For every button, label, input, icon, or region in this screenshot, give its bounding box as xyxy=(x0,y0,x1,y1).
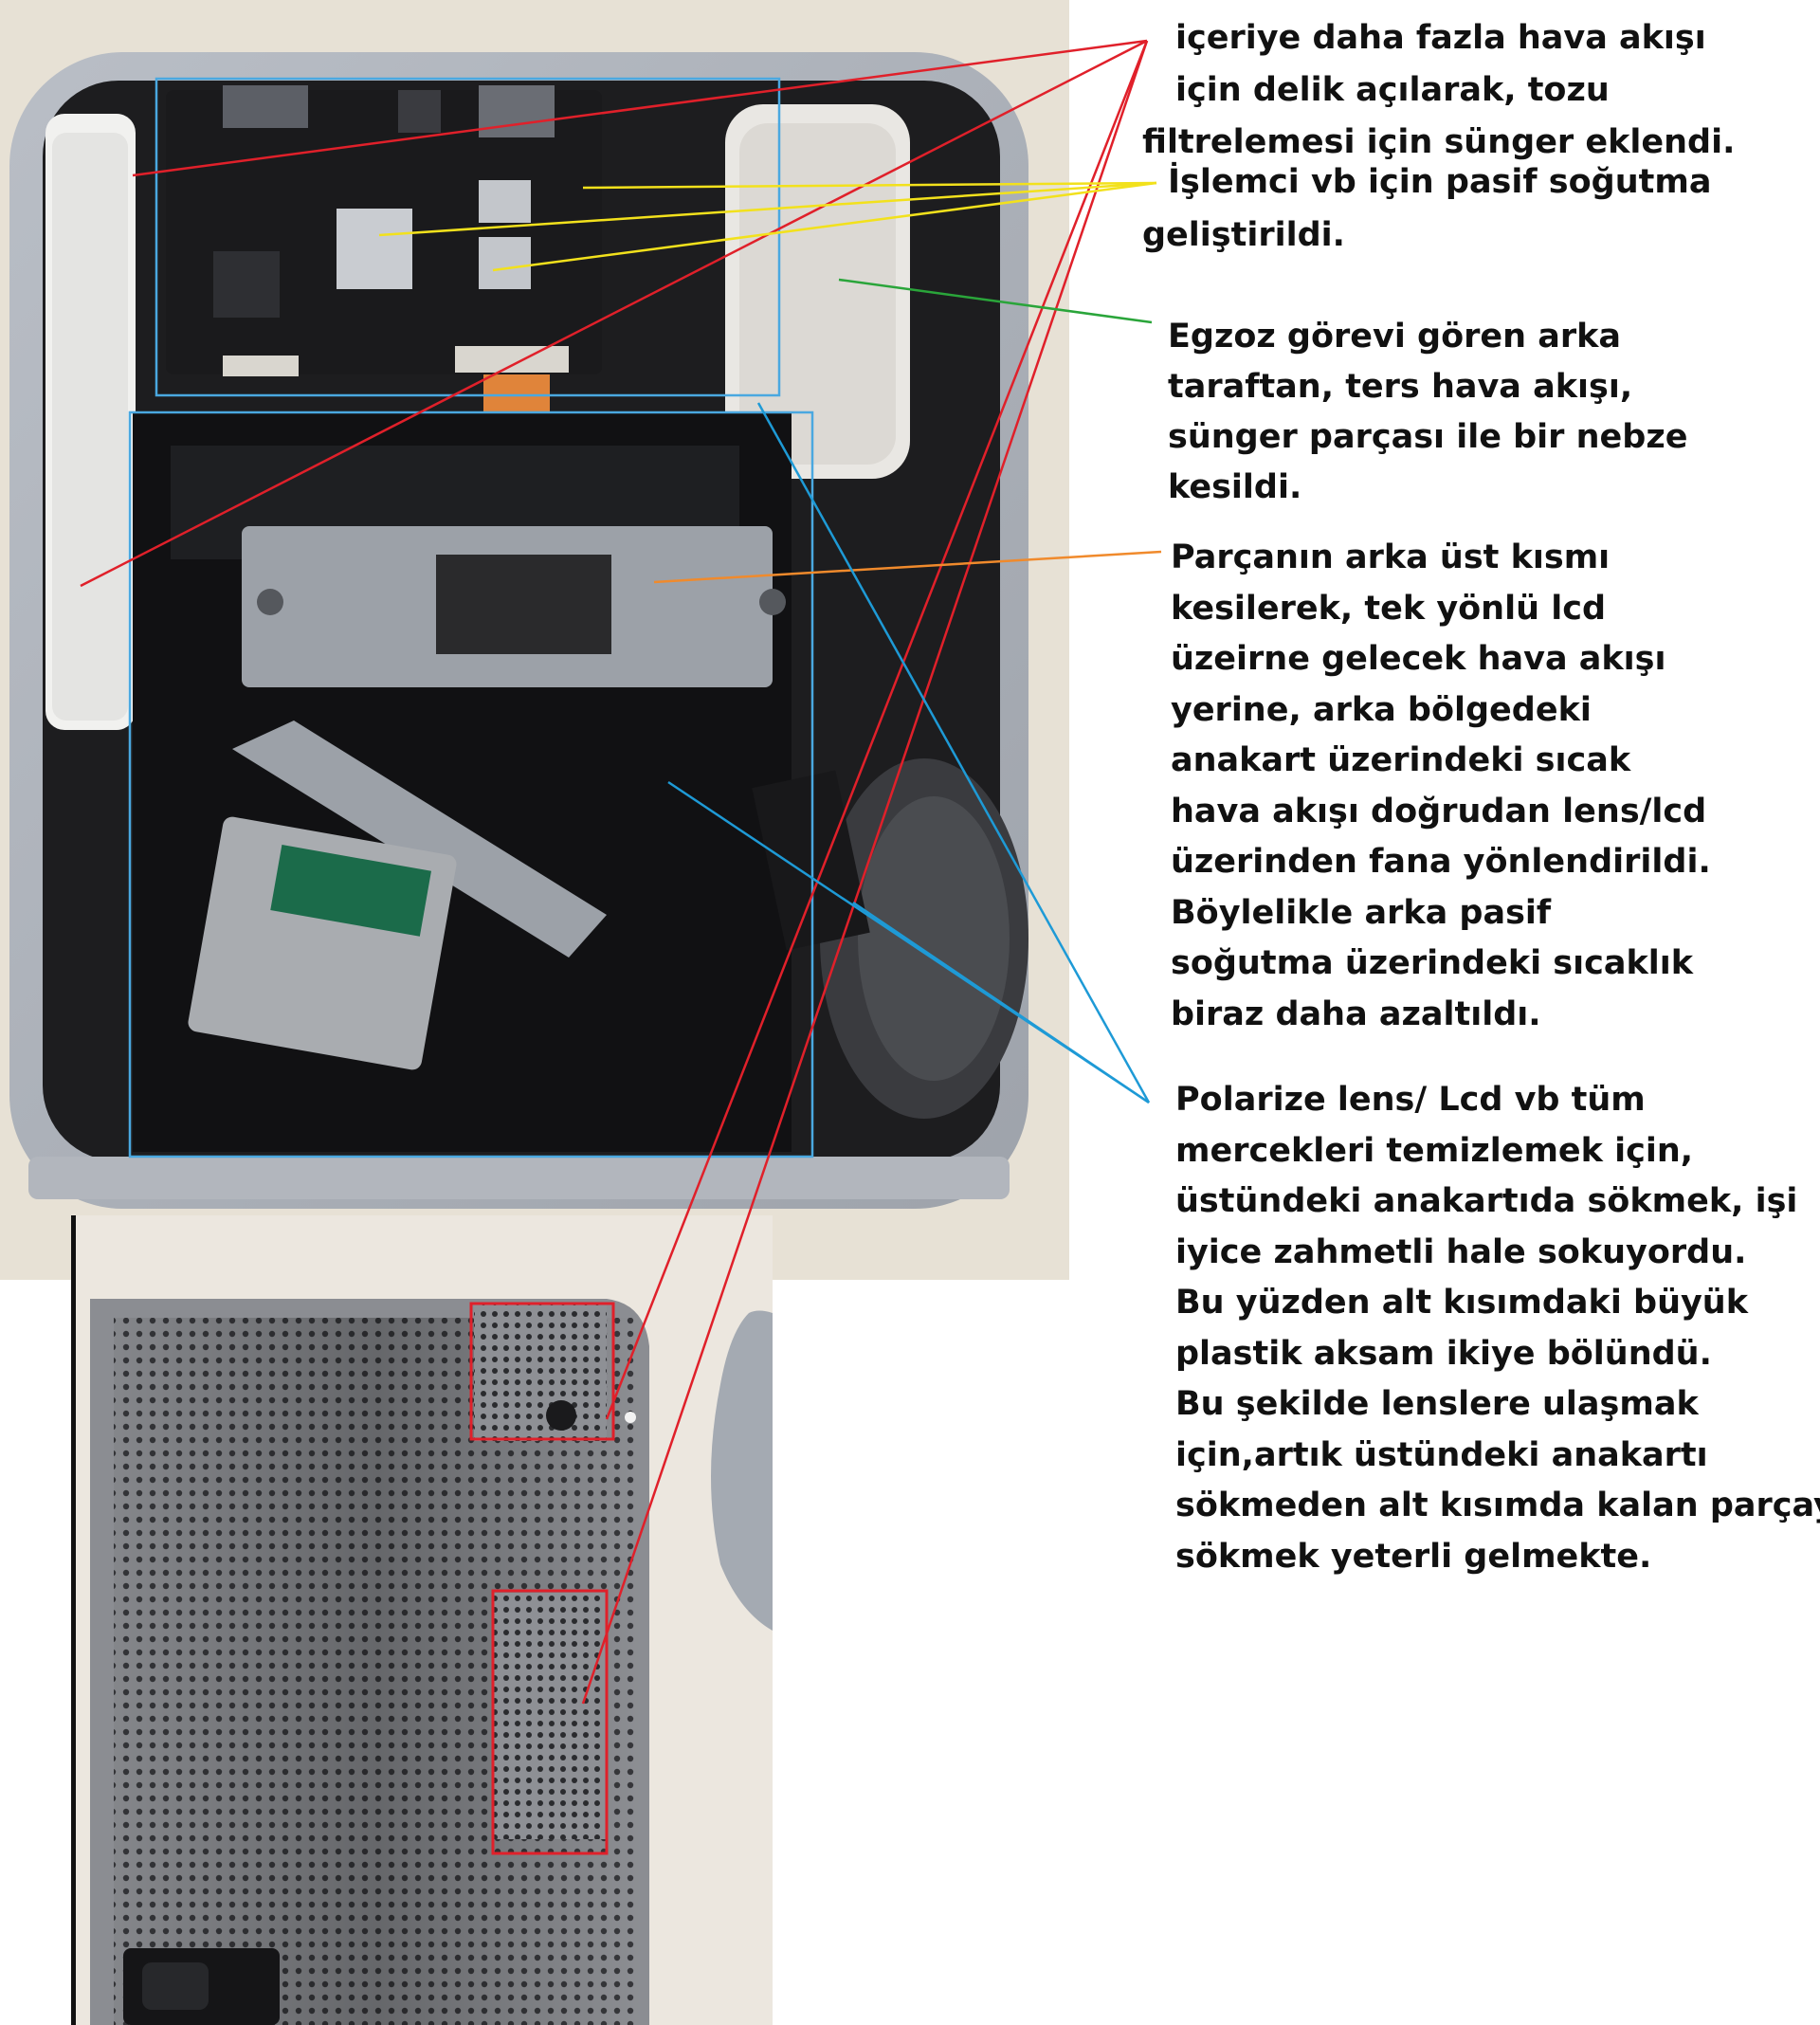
note-line: sökmeden alt kısımda kalan parçayı xyxy=(1175,1487,1820,1524)
note-line: mercekleri temizlemek için, xyxy=(1175,1131,1694,1170)
note-line: içeriye daha fazla hava akışı xyxy=(1175,19,1706,57)
note-line: taraftan, ters hava akışı, xyxy=(1168,368,1633,406)
note-line: Böylelikle arka pasif xyxy=(1171,893,1552,932)
note-line: sünger parçası ile bir nebze xyxy=(1168,418,1688,456)
projector-vent-panel-photo xyxy=(71,1215,773,2025)
note-line: yerine, arka bölgedeki xyxy=(1171,690,1592,729)
note-line: filtrelemesi için sünger eklendi. xyxy=(1142,123,1736,161)
note-line: Parçanın arka üst kısmı xyxy=(1171,538,1611,576)
note-line: İşlemci vb için pasif soğutma xyxy=(1168,163,1712,201)
note-line: üzerinden fana yönlendirildi. xyxy=(1171,843,1711,881)
note-line: sökmek yeterli gelmekte. xyxy=(1175,1537,1652,1576)
projector-interior-photo xyxy=(0,0,1069,1280)
note-line: soğutma üzerindeki sıcaklık xyxy=(1171,944,1694,982)
note-line: üstündeki anakartıda sökmek, işi xyxy=(1175,1182,1798,1220)
note-line: için delik açılarak, tozu xyxy=(1175,71,1610,109)
note-line: Bu şekilde lenslere ulaşmak xyxy=(1175,1385,1699,1423)
note-line: Polarize lens/ Lcd vb tüm xyxy=(1175,1081,1646,1119)
note-line: Bu yüzden alt kısımdaki büyük xyxy=(1175,1284,1748,1322)
note-line: anakart üzerindeki sıcak xyxy=(1171,741,1631,779)
note-line: biraz daha azaltıldı. xyxy=(1171,994,1541,1033)
note-line: için,artık üstündeki anakartı xyxy=(1175,1435,1708,1474)
note-line: geliştirildi. xyxy=(1142,216,1345,254)
note-line: kesildi. xyxy=(1168,468,1302,506)
note-line: hava akışı doğrudan lens/lcd xyxy=(1171,792,1707,830)
note-line: Egzoz görevi gören arka xyxy=(1168,318,1622,356)
note-line: kesilerek, tek yönlü lcd xyxy=(1171,589,1606,628)
note-line: iyice zahmetli hale sokuyordu. xyxy=(1175,1232,1747,1271)
note-line: plastik aksam ikiye bölündü. xyxy=(1175,1334,1712,1373)
note-line: üzeirne gelecek hava akışı xyxy=(1171,640,1666,678)
